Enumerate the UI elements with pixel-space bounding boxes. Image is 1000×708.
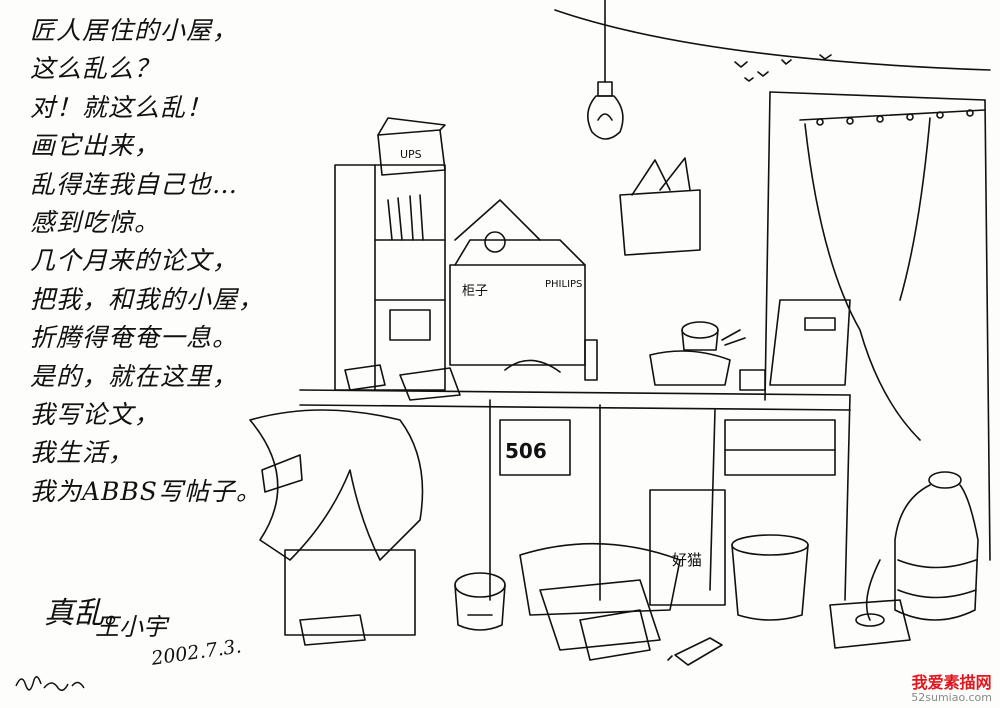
bookshelf (334, 164, 446, 391)
central-boxes: PHILIPS 柜子 (449, 199, 586, 366)
desk: 506 (299, 389, 851, 601)
poem-line: 我为ABBS写帖子。 (30, 476, 262, 506)
gas-stove (829, 599, 911, 649)
poem-line: 乱得连我自己也… (30, 169, 239, 199)
birds-icon (734, 54, 832, 82)
draped-clothes (249, 409, 424, 561)
philips-box-label: PHILIPS (545, 279, 582, 290)
signature-author: 王小宇 (95, 613, 167, 641)
poem-line: 画它出来， (30, 131, 161, 161)
poem-line: 这么乱么？ (30, 54, 161, 84)
curtain (799, 109, 986, 441)
light-bulb-icon (587, 0, 624, 140)
signature-scribble (12, 666, 92, 700)
hanging-bag (619, 157, 701, 256)
laptop (769, 299, 851, 386)
poem-line: 匠人居住的小屋， (30, 16, 239, 45)
scattered-papers (299, 609, 651, 661)
handwritten-poem: 匠人居住的小屋， 这么乱么？ 对！就这么乱！ 画它出来， 乱得连我自己也… 感到… (30, 12, 280, 511)
poem-line: 几个月来的论文， (30, 246, 239, 276)
signature-remark: 真乱。 (44, 596, 134, 631)
poem-line: 对！就这么乱！ (30, 92, 213, 122)
cat-box-label: 好猫 (672, 551, 702, 569)
watermark-url: 52sumiao.com (911, 691, 992, 704)
poem-line: 我写论文， (30, 399, 161, 429)
room-walls (554, 9, 991, 561)
watermark-site-name: 我爱素描网 (911, 673, 992, 692)
cabinet-number: 506 (505, 439, 547, 463)
floor-bottle (667, 637, 723, 666)
poem-line: 感到吃惊。 (30, 207, 161, 237)
ups-box-label: UPS (400, 148, 422, 161)
trash-bin (731, 534, 809, 621)
poem-line: 折腾得奄奄一息。 (30, 323, 239, 353)
poem-line: 是的，就在这里， (30, 361, 239, 391)
chinese-box-label: 柜子 (462, 284, 488, 299)
desk-clutter (344, 321, 766, 401)
rice-cooker (454, 572, 506, 631)
poem-line: 把我，和我的小屋， (30, 284, 265, 314)
ups-box: UPS (377, 117, 446, 176)
poem-line: 我生活， (30, 438, 135, 468)
watermark: 我爱素描网 52sumiao.com (911, 674, 992, 704)
floor-boxes: 好猫 (284, 489, 726, 651)
gas-cylinder (865, 471, 979, 621)
